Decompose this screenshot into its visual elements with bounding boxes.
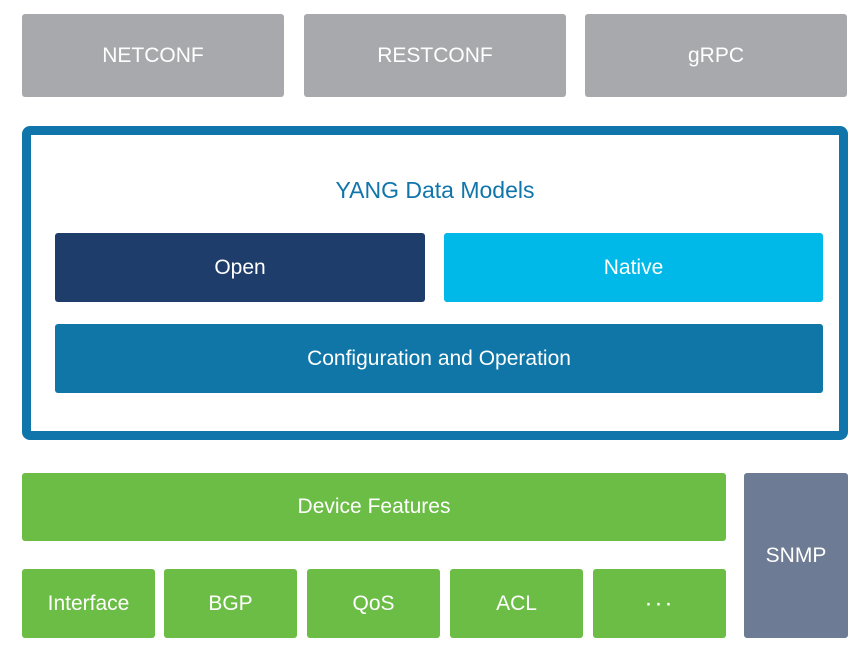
yang-data-models-frame: YANG Data Models Open Native Configurati…: [22, 126, 848, 440]
snmp-box: SNMP: [744, 473, 848, 638]
interface-box: Interface: [22, 569, 155, 638]
native-models-box: Native: [444, 233, 823, 302]
restconf-box: RESTCONF: [304, 14, 566, 97]
configuration-operation-box: Configuration and Operation: [55, 324, 823, 393]
grpc-box: gRPC: [585, 14, 847, 97]
acl-box: ACL: [450, 569, 583, 638]
device-features-box: Device Features: [22, 473, 726, 541]
yang-title: YANG Data Models: [335, 177, 535, 203]
more-features-ellipsis: ···: [593, 569, 726, 638]
qos-box: QoS: [307, 569, 440, 638]
bgp-box: BGP: [164, 569, 297, 638]
netconf-box: NETCONF: [22, 14, 284, 97]
open-models-box: Open: [55, 233, 425, 302]
